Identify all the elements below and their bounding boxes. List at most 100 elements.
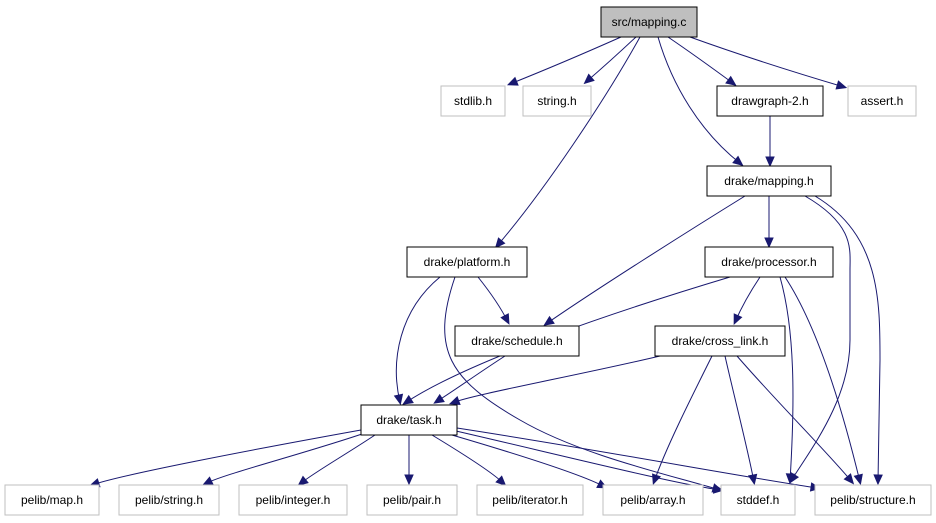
- node-label: drawgraph-2.h: [731, 94, 808, 108]
- edge-drake-platform-h-to-drake-schedule-h: [477, 276, 510, 325]
- node-box: [706, 165, 832, 197]
- arrowhead: [507, 76, 519, 86]
- node-pelib-string-h: pelib/string.h: [118, 484, 220, 516]
- node-label: drake/task.h: [376, 413, 441, 427]
- edge-src-mapping-c-to-drake-platform-h: [494, 36, 641, 249]
- edge-line: [814, 195, 881, 483]
- arrowhead: [785, 473, 796, 485]
- arrowhead: [764, 237, 774, 249]
- edge-line: [545, 195, 746, 325]
- node-box: [600, 6, 698, 38]
- edge-line: [779, 276, 794, 482]
- edge-line: [667, 36, 735, 85]
- node-pelib-map-h: pelib/map.h: [4, 484, 100, 516]
- node-box: [360, 404, 458, 436]
- edge-drake-cross-link-h-to-drake-task-h: [448, 355, 661, 405]
- edge-line: [444, 276, 721, 491]
- node-box: [476, 484, 584, 516]
- node-drawgraph-2-h[interactable]: drawgraph-2.h: [716, 85, 824, 117]
- node-box: [238, 484, 348, 516]
- node-pelib-array-h: pelib/array.h: [602, 484, 704, 516]
- arrowhead: [733, 313, 743, 325]
- edge-line: [431, 434, 505, 485]
- edge-line: [204, 432, 366, 485]
- nodes-layer: src/mapping.c stdlib.h string.h drawgraph-2…: [4, 6, 932, 516]
- arrowhead: [843, 473, 855, 485]
- node-label: drake/schedule.h: [471, 334, 562, 348]
- node-drake-cross-link-h[interactable]: drake/cross_link.h: [654, 325, 786, 357]
- edge-drake-task-h-to-pelib-string-h: [202, 432, 366, 486]
- arrowhead: [433, 393, 445, 404]
- edge-line: [451, 355, 661, 404]
- node-drake-task-h[interactable]: drake/task.h: [360, 404, 458, 436]
- node-box: [440, 85, 506, 117]
- edges-layer: [88, 36, 883, 494]
- node-label: pelib/pair.h: [383, 493, 441, 507]
- node-box: [814, 484, 932, 516]
- edge-drake-processor-h-to-drake-cross-link-h: [733, 276, 761, 325]
- node-box: [654, 325, 786, 357]
- node-label: stdlib.h: [454, 94, 492, 108]
- arrowhead: [543, 315, 555, 326]
- arrowhead: [712, 484, 725, 494]
- node-label: drake/cross_link.h: [672, 334, 769, 348]
- edge-line: [509, 36, 622, 85]
- arrowhead: [494, 237, 506, 249]
- arrowhead: [297, 475, 309, 487]
- edge-drake-task-h-to-pelib-pair-h: [404, 435, 414, 486]
- edge-drake-processor-h-to-stddef-h: [779, 276, 796, 485]
- edge-drake-mapping-h-to-pelib-structure-h: [814, 195, 883, 486]
- edge-line: [477, 276, 509, 323]
- node-box: [716, 85, 824, 117]
- edge-line: [724, 355, 755, 483]
- edge-src-mapping-c-to-drawgraph-2-h: [667, 36, 737, 86]
- arrowhead: [652, 473, 662, 486]
- edge-src-mapping-c-to-drake-mapping-h: [657, 36, 744, 167]
- node-box: [4, 484, 100, 516]
- node-box: [454, 325, 580, 357]
- arrowhead: [500, 313, 510, 325]
- node-label: pelib/map.h: [21, 493, 83, 507]
- edge-drake-task-h-to-pelib-iterator-h: [431, 434, 507, 487]
- edge-line: [456, 427, 819, 489]
- edge-src-mapping-c-to-assert-h: [689, 36, 848, 90]
- node-box: [366, 484, 458, 516]
- arrowhead: [873, 474, 883, 486]
- edge-line: [657, 36, 742, 165]
- edge-line: [585, 36, 637, 83]
- node-label: string.h: [537, 94, 576, 108]
- edge-drake-schedule-h-to-drake-task-h: [433, 355, 506, 404]
- node-drake-processor-h[interactable]: drake/processor.h: [704, 246, 834, 278]
- node-src-mapping-c[interactable]: src/mapping.c: [600, 6, 698, 38]
- node-label: pelib/string.h: [135, 493, 203, 507]
- node-assert-h: assert.h: [847, 85, 917, 117]
- arrowhead: [765, 156, 775, 168]
- edge-src-mapping-c-to-stdlib-h: [507, 36, 622, 86]
- edge-line: [784, 276, 861, 483]
- edge-drake-mapping-h-to-drake-schedule-h: [543, 195, 746, 326]
- edge-drake-platform-h-to-stddef-h: [444, 276, 724, 493]
- edge-line: [395, 276, 441, 403]
- node-box: [704, 246, 834, 278]
- node-drake-mapping-h[interactable]: drake/mapping.h: [706, 165, 832, 197]
- arrowhead: [393, 393, 404, 406]
- node-pelib-iterator-h: pelib/iterator.h: [476, 484, 584, 516]
- edge-drake-mapping-h-to-stddef-h: [789, 195, 851, 484]
- edge-drake-cross-link-h-to-pelib-array-h: [652, 355, 713, 486]
- node-drake-schedule-h[interactable]: drake/schedule.h: [454, 325, 580, 357]
- node-box: [522, 85, 592, 117]
- node-label: drake/mapping.h: [724, 174, 813, 188]
- edge-drake-task-h-to-stddef-h: [455, 430, 725, 494]
- edge-drake-task-h-to-pelib-integer-h: [297, 434, 376, 487]
- node-string-h: string.h: [522, 85, 592, 117]
- node-label: pelib/integer.h: [256, 493, 331, 507]
- node-pelib-structure-h: pelib/structure.h: [814, 484, 932, 516]
- node-drake-platform-h[interactable]: drake/platform.h: [406, 246, 528, 278]
- edge-line: [91, 429, 362, 486]
- node-box: [720, 484, 796, 516]
- node-label: stddef.h: [737, 493, 780, 507]
- edge-drake-processor-h-to-pelib-structure-h: [784, 276, 863, 486]
- edge-drake-mapping-h-to-drake-processor-h: [764, 196, 774, 249]
- node-pelib-pair-h: pelib/pair.h: [366, 484, 458, 516]
